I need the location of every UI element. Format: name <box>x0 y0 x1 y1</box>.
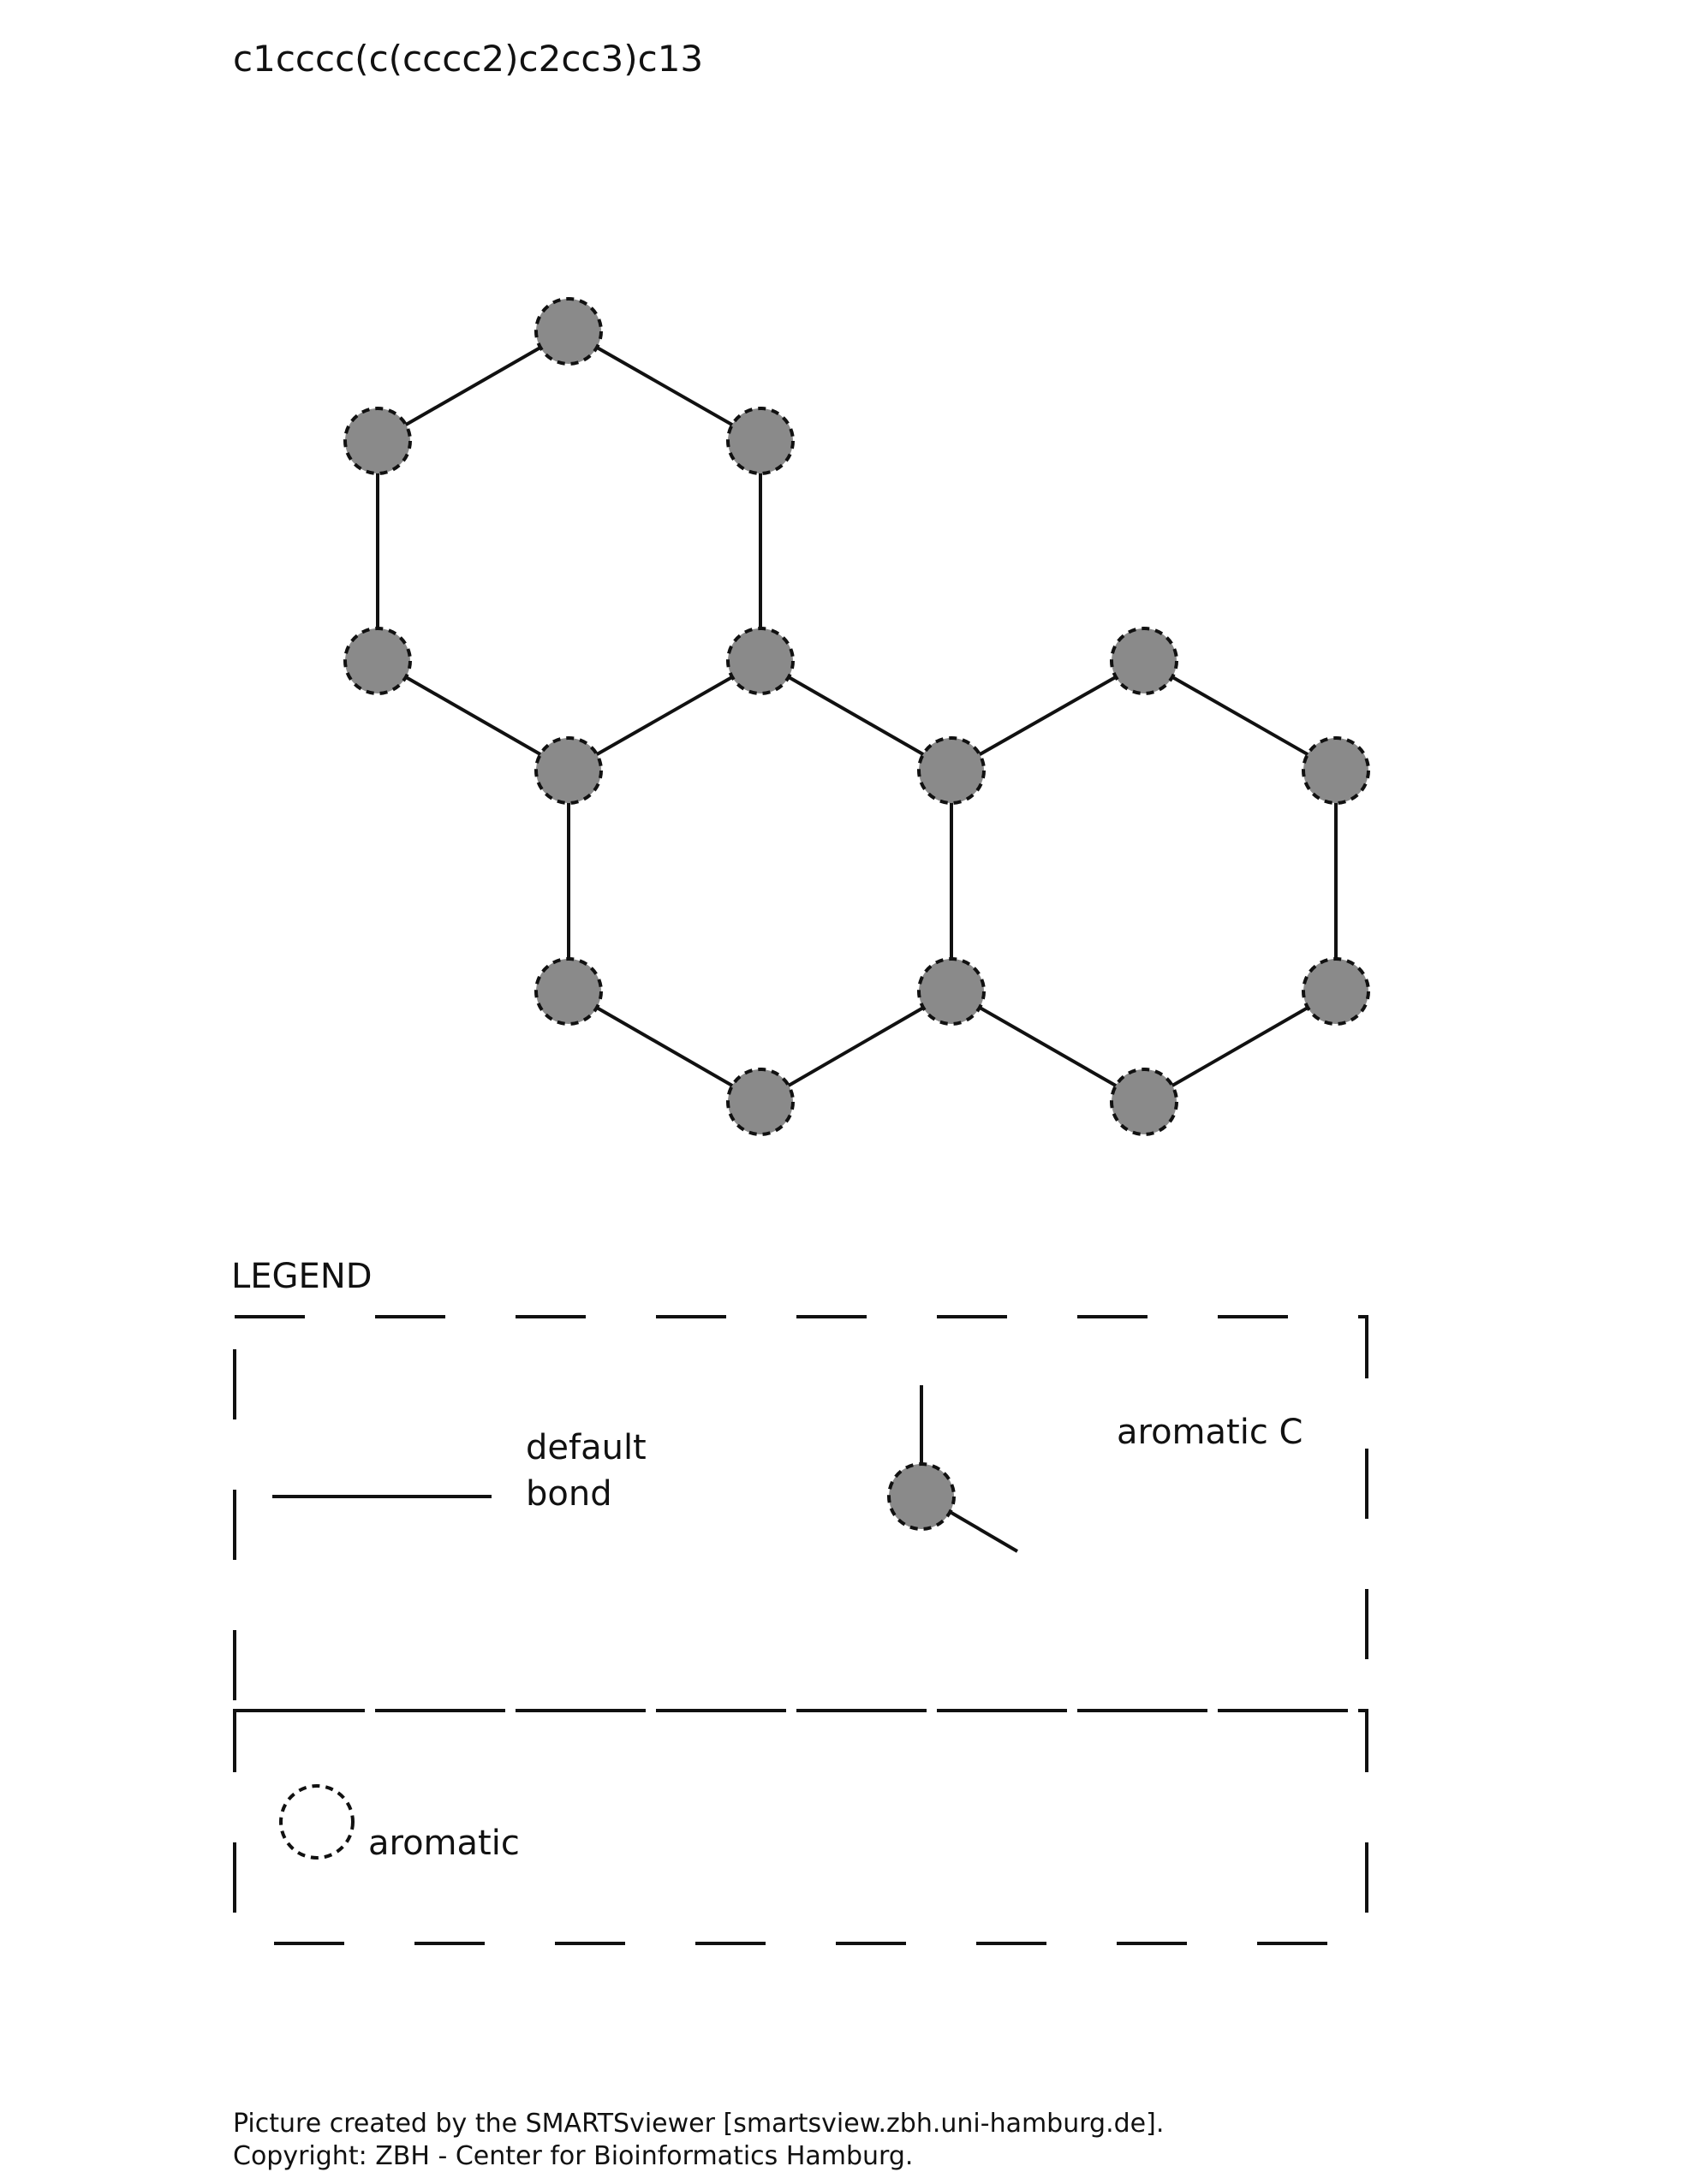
atom-aromatic-c-14 <box>1110 1068 1178 1136</box>
legend-aromatic-c-label: aromatic C <box>1117 1413 1303 1452</box>
atom-aromatic-c-1 <box>534 297 603 366</box>
atom-aromatic-c-9 <box>726 1068 795 1136</box>
bond-3 <box>377 659 569 772</box>
footer: Picture created by the SMARTSviewer [sma… <box>233 2108 1164 2173</box>
bond-10 <box>568 990 761 1104</box>
atom-aromatic-c-4 <box>534 736 603 805</box>
legend-box-upper <box>233 1315 1368 1712</box>
smarts-string: c1cccc(c(cccc2)c2cc3)c13 <box>233 38 704 80</box>
atom-aromatic-c-6 <box>726 407 795 475</box>
legend-default-bond-label-line2: bond <box>526 1474 612 1514</box>
atom-aromatic-c-12 <box>1302 736 1370 805</box>
atom-aromatic-c-11 <box>1110 627 1178 695</box>
atom-aromatic-c-13 <box>1302 957 1370 1026</box>
legend-aromatic-label: aromatic <box>368 1824 520 1863</box>
legend-aromatic-ring-icon <box>279 1784 355 1860</box>
bond-13 <box>1143 659 1337 772</box>
bonds <box>376 330 1338 1104</box>
bond-6 <box>568 330 761 443</box>
atom-aromatic-c-7 <box>917 736 986 805</box>
atoms <box>343 297 1370 1136</box>
bond-12 <box>951 659 1145 772</box>
atom-aromatic-c-8 <box>917 957 986 1026</box>
bond-1 <box>377 330 569 443</box>
legend-default-bond-label-line1: default <box>526 1428 647 1467</box>
bond-7 <box>760 659 952 772</box>
bond-15 <box>1143 990 1337 1104</box>
legend-aromatic-c-bond-diag <box>945 1509 1019 1553</box>
bond-4 <box>568 659 761 772</box>
footer-line-1: Picture created by the SMARTSviewer [sma… <box>233 2109 1165 2139</box>
legend-title: LEGEND <box>231 1257 373 1296</box>
atom-aromatic-c-3 <box>343 627 412 695</box>
atom-aromatic-c-10 <box>534 957 603 1026</box>
atom-aromatic-c-5 <box>726 627 795 695</box>
legend: LEGEND default bond aromatic C aromatic <box>231 1257 1368 1945</box>
atom-aromatic-c-2 <box>343 407 412 475</box>
legend-box-lower <box>233 1709 1368 1945</box>
bond-9 <box>759 990 953 1104</box>
footer-line-2: Copyright: ZBH - Center for Bioinformati… <box>233 2141 914 2171</box>
bond-16 <box>951 990 1145 1104</box>
legend-aromatic-c-atom <box>887 1462 956 1531</box>
